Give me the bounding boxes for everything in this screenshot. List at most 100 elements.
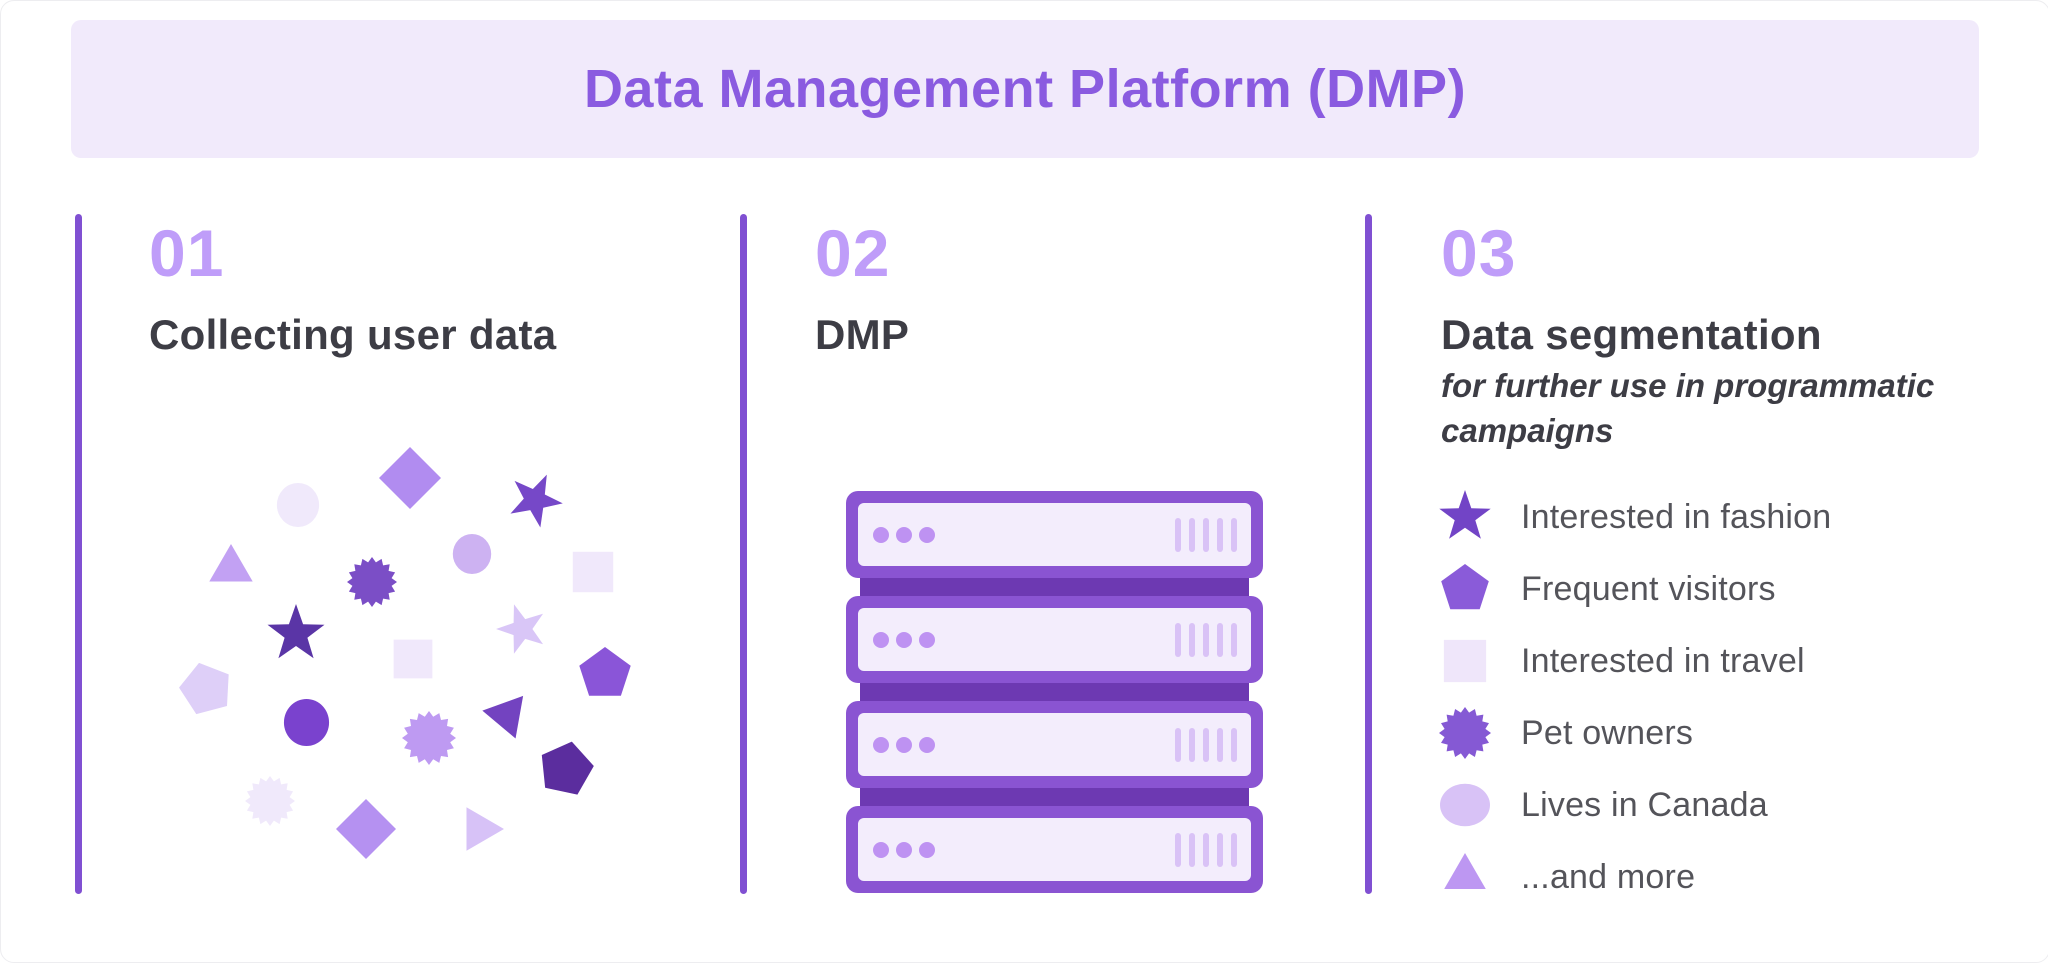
vent-bar-icon: [1189, 832, 1195, 867]
server-connector: [860, 785, 1249, 809]
led-dot-icon: [896, 736, 912, 753]
led-dot-icon: [919, 631, 935, 648]
vent-bar-icon: [1175, 517, 1181, 552]
vent-bar-icon: [1203, 517, 1209, 552]
vent-bars: [1175, 727, 1237, 762]
star-shape: [266, 604, 326, 664]
star-icon: [1437, 490, 1493, 544]
vent-bar-icon: [1203, 727, 1209, 762]
server-panel: [858, 608, 1251, 671]
led-dot-icon: [919, 736, 935, 753]
step-number-02: 02: [815, 216, 891, 290]
triangle-shape: [206, 544, 256, 594]
circle-shape: [452, 534, 492, 574]
led-dot-icon: [896, 526, 912, 543]
ellipse-icon: [1437, 780, 1493, 830]
vent-bar-icon: [1189, 622, 1195, 657]
step-number-03: 03: [1441, 216, 1517, 290]
diamond-shape: [336, 799, 396, 859]
led-dot-icon: [873, 736, 889, 753]
legend-item: Interested in fashion: [1437, 481, 2048, 553]
vent-bar-icon: [1231, 622, 1237, 657]
legend-item-label: ...and more: [1521, 857, 1696, 896]
led-dot-icon: [873, 526, 889, 543]
server-panel: [858, 503, 1251, 566]
starburst-shape: [245, 776, 295, 826]
led-dot-icon: [873, 631, 889, 648]
vent-bar-icon: [1217, 727, 1223, 762]
legend-item: Lives in Canada: [1437, 769, 2048, 841]
server-unit: [846, 701, 1263, 788]
server-unit: [846, 806, 1263, 893]
legend-item-label: Pet owners: [1521, 713, 1694, 752]
legend-item: ...and more: [1437, 841, 2048, 913]
segmentation-subtitle: for further use in programmatic campaign…: [1441, 367, 1935, 449]
led-dots: [873, 631, 935, 648]
column-divider-1: [75, 214, 82, 894]
pentagon-icon: [1437, 564, 1493, 614]
led-dot-icon: [896, 841, 912, 858]
vent-bar-icon: [1203, 832, 1209, 867]
pentagon-shape: [179, 662, 233, 716]
server-panel: [858, 713, 1251, 776]
server-panel: [858, 818, 1251, 881]
square-icon: [1437, 637, 1493, 685]
led-dot-icon: [919, 841, 935, 858]
server-unit: [846, 596, 1263, 683]
vent-bar-icon: [1189, 727, 1195, 762]
legend-item-label: Lives in Canada: [1521, 785, 1768, 824]
column-title-collecting: Collecting user data: [149, 311, 557, 358]
vent-bar-icon: [1231, 727, 1237, 762]
starburst-shape: [402, 711, 456, 765]
vent-bar-icon: [1203, 622, 1209, 657]
column-title-segmentation: Data segmentation: [1441, 311, 1822, 358]
led-dot-icon: [896, 631, 912, 648]
vent-bar-icon: [1217, 622, 1223, 657]
circle-shape: [283, 698, 330, 746]
legend-item-label: Interested in fashion: [1521, 497, 1832, 536]
server-connector: [860, 575, 1249, 599]
pentagon-shape: [538, 741, 594, 797]
starburst-shape: [347, 557, 397, 607]
legend-item: Pet owners: [1437, 697, 2048, 769]
triangle-icon: [1437, 853, 1493, 901]
legend-item: Interested in travel: [1437, 625, 2048, 697]
led-dots: [873, 526, 935, 543]
led-dots: [873, 736, 935, 753]
step-number-01: 01: [149, 216, 225, 290]
legend-item-label: Frequent visitors: [1521, 569, 1776, 608]
server-unit: [846, 491, 1263, 578]
vent-bar-icon: [1175, 727, 1181, 762]
starburst-icon: [1437, 707, 1493, 759]
server-rack-illustration: [846, 491, 1263, 893]
vent-bar-icon: [1217, 832, 1223, 867]
vent-bars: [1175, 832, 1237, 867]
led-dots: [873, 841, 935, 858]
legend-item: Frequent visitors: [1437, 553, 2048, 625]
column-divider-3: [1365, 214, 1372, 894]
server-connector: [860, 680, 1249, 704]
vent-bar-icon: [1189, 517, 1195, 552]
column-divider-2: [740, 214, 747, 894]
square-shape: [391, 637, 435, 681]
vent-bar-icon: [1175, 622, 1181, 657]
vent-bar-icon: [1217, 517, 1223, 552]
vent-bar-icon: [1231, 832, 1237, 867]
vent-bars: [1175, 517, 1237, 552]
pentagon-shape: [578, 647, 632, 701]
led-dot-icon: [919, 526, 935, 543]
triangle-shape: [482, 690, 532, 740]
circle-shape: [276, 483, 320, 527]
page-title: Data Management Platform (DMP): [583, 59, 1467, 119]
legend-item-label: Interested in travel: [1521, 641, 1805, 680]
title-banner: Data Management Platform (DMP): [71, 20, 1979, 158]
vent-bar-icon: [1231, 517, 1237, 552]
triangle-shape: [454, 804, 504, 854]
vent-bars: [1175, 622, 1237, 657]
vent-bar-icon: [1175, 832, 1181, 867]
star-shape: [507, 472, 563, 528]
star-shape: [496, 603, 548, 655]
led-dot-icon: [873, 841, 889, 858]
